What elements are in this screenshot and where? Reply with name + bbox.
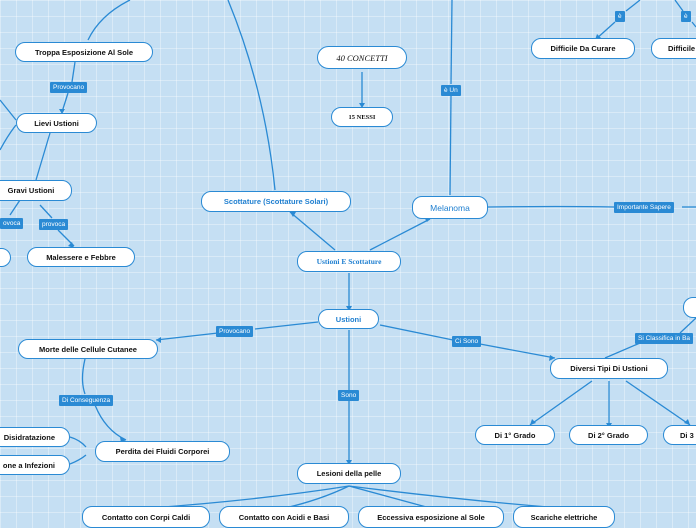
second-degree-node[interactable]: Di 2° Grado: [569, 425, 648, 445]
cell-death-node[interactable]: Morte delle Cellule Cutanee: [18, 339, 158, 359]
mild-burns-node[interactable]: Lievi Ustioni: [16, 113, 97, 133]
acids-node[interactable]: Contatto con Acidi e Basi: [219, 506, 349, 528]
infections-node[interactable]: one a Infezioni: [0, 455, 70, 475]
sun-exposure-node[interactable]: Eccessiva esposizione al Sole: [358, 506, 504, 528]
third-degree-node[interactable]: Di 3: [663, 425, 696, 445]
link-label-classified[interactable]: Si Classifica in Ba: [635, 333, 694, 344]
hard-to-cure-node-1[interactable]: Difficile Da Curare: [531, 38, 635, 59]
burns-node[interactable]: Ustioni: [318, 309, 379, 329]
link-label-provoca[interactable]: provoca: [39, 219, 69, 230]
melanoma-node[interactable]: Melanoma: [412, 196, 488, 219]
link-label-provoca-cut[interactable]: ovoca: [0, 218, 24, 229]
dehydration-node[interactable]: Disidratazione: [0, 427, 70, 447]
hard-to-cure-node-2[interactable]: Difficile: [651, 38, 696, 59]
burn-types-node[interactable]: Diversi Tipi Di Ustioni: [550, 358, 668, 379]
first-degree-node[interactable]: Di 1° Grado: [475, 425, 555, 445]
malaise-node[interactable]: Malessere e Febbre: [27, 247, 135, 267]
center-node[interactable]: Ustioni E Scottature: [297, 251, 401, 272]
links-count-node: 15 NESSI: [331, 107, 393, 127]
sunburn-node[interactable]: Scottature (Scottature Solari): [201, 191, 351, 212]
electric-shock-node[interactable]: Scariche elettriche: [513, 506, 615, 528]
partial-node-right[interactable]: [683, 297, 696, 318]
link-label-consequence[interactable]: Di Conseguenza: [59, 395, 114, 406]
link-label-there-are[interactable]: Ci Sono: [452, 336, 482, 347]
link-label-is-a[interactable]: è Un: [441, 85, 461, 96]
link-label-is-1[interactable]: è: [615, 11, 625, 22]
skin-lesions-node[interactable]: Lesioni della pelle: [297, 463, 401, 484]
link-label-is-2[interactable]: è: [681, 11, 691, 22]
severe-burns-node[interactable]: Gravi Ustioni: [0, 180, 72, 201]
concepts-count-node: 40 CONCETTI: [317, 46, 407, 69]
overexposure-node[interactable]: Troppa Esposizione Al Sole: [15, 42, 153, 62]
link-label-are[interactable]: Sono: [338, 390, 360, 401]
link-label-provocano-1[interactable]: Provocano: [50, 82, 88, 93]
link-label-provocano-2[interactable]: Provocano: [216, 326, 254, 337]
hot-bodies-node[interactable]: Contatto con Corpi Caldi: [82, 506, 210, 528]
fluid-loss-node[interactable]: Perdita dei Fluidi Corporei: [95, 441, 230, 462]
link-label-important[interactable]: Importante Sapere: [614, 202, 674, 213]
